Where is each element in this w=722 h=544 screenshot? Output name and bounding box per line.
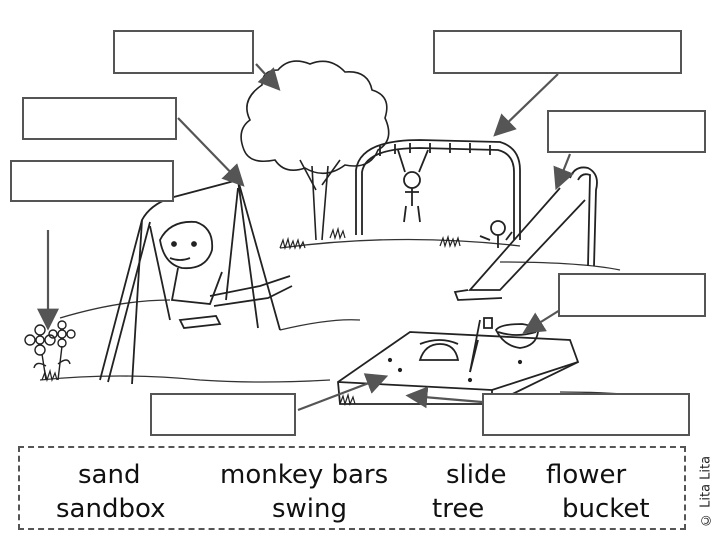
monkey-bars-drawing (355, 139, 521, 240)
grass-tufts (41, 226, 461, 407)
word-sandbox: sandbox (56, 494, 166, 524)
credit-text: © Lita Lita (698, 455, 714, 527)
word-swing: swing (272, 494, 348, 524)
arrow-monkey-bars (493, 73, 559, 137)
arrow-sandbox (405, 386, 483, 409)
word-sand: sand (78, 460, 141, 490)
label-box-sandbox[interactable] (482, 393, 690, 436)
swing-set-drawing (99, 178, 293, 385)
word-tree: tree (432, 494, 485, 524)
sandbox-drawing (337, 317, 580, 405)
label-box-flower[interactable] (10, 160, 174, 202)
word-slide: slide (446, 460, 507, 490)
arrow-sand (297, 373, 389, 412)
word-bank (18, 446, 686, 530)
arrow-swing (177, 117, 245, 187)
tree-drawing (240, 60, 390, 241)
label-box-bucket[interactable] (558, 273, 706, 317)
arrow-bucket (522, 309, 561, 334)
word-bucket: bucket (562, 494, 650, 524)
label-box-sand[interactable] (150, 393, 296, 436)
arrow-tree (255, 63, 281, 91)
slide-drawing (453, 166, 598, 301)
label-box-swing[interactable] (22, 97, 177, 140)
arrow-slide (553, 153, 574, 191)
word-monkey-bars: monkey bars (220, 460, 389, 490)
word-flower: flower (546, 460, 627, 490)
label-box-tree[interactable] (113, 30, 254, 74)
pointer-arrows (37, 63, 574, 412)
label-box-monkey-bars[interactable] (433, 30, 682, 74)
label-box-slide[interactable] (547, 110, 706, 153)
